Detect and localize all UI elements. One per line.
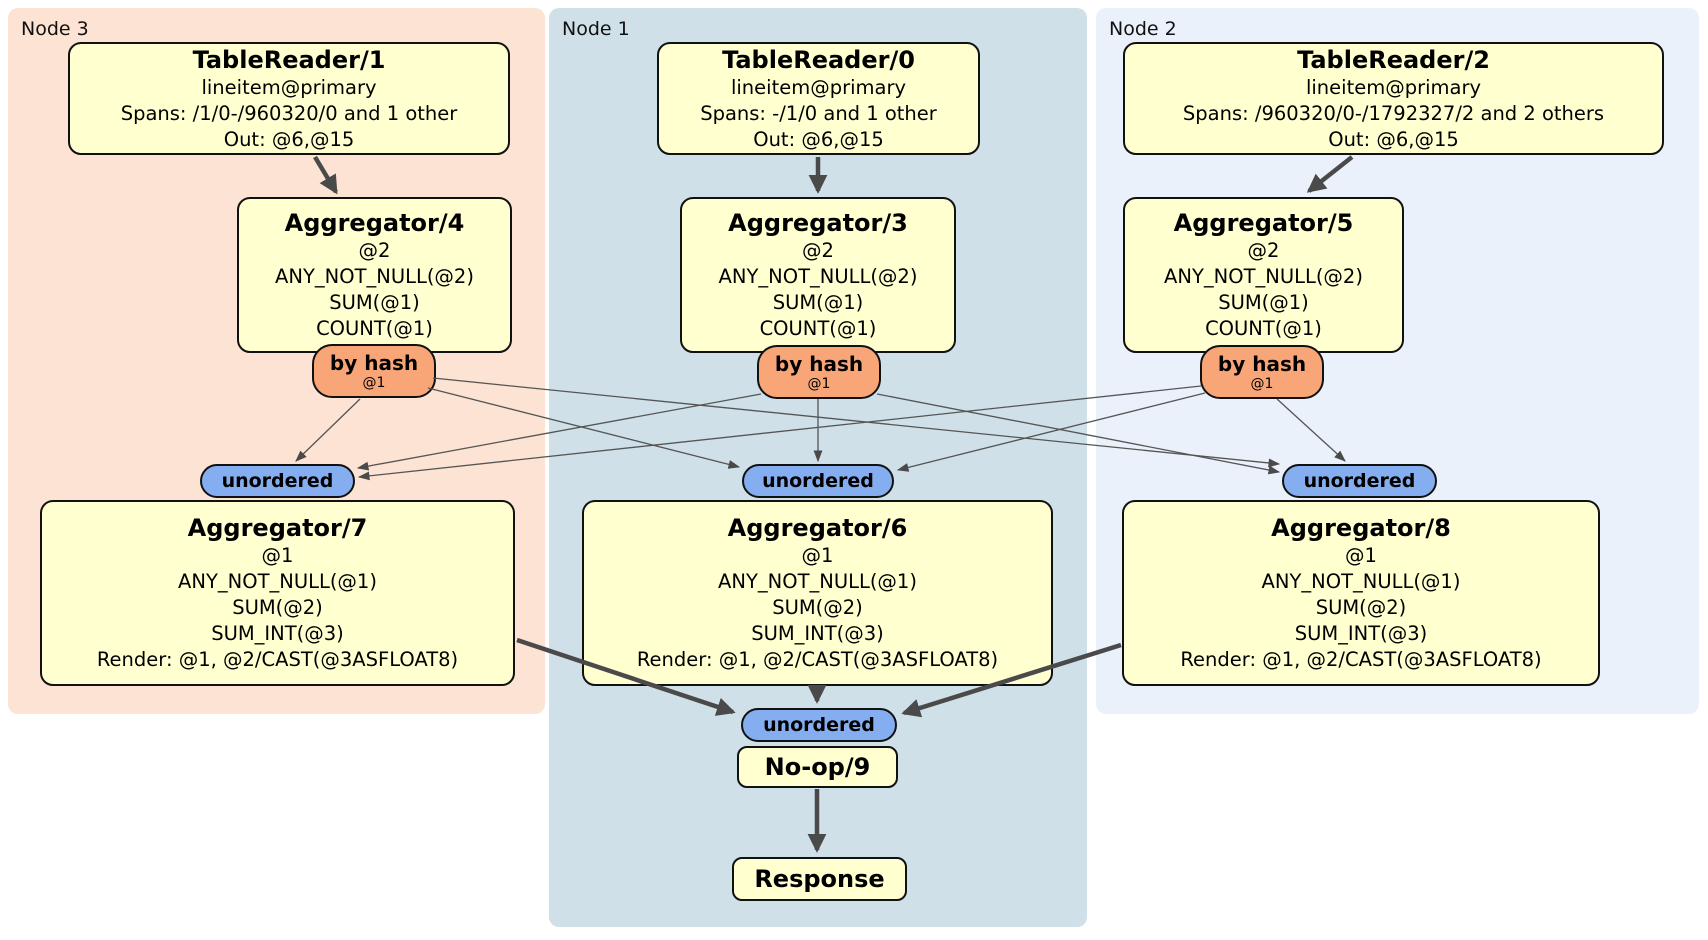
node-detail: @2 bbox=[358, 239, 391, 262]
node-detail: @2 bbox=[1247, 239, 1280, 262]
node-detail: Spans: /1/0-/960320/0 and 1 other bbox=[120, 101, 458, 125]
aggregator-5-node: Aggregator/5 @2 ANY_NOT_NULL(@2) SUM(@1)… bbox=[1123, 197, 1404, 353]
node-detail: SUM(@2) bbox=[1315, 596, 1407, 619]
tablereader-1-node: TableReader/1 lineitem@primary Spans: /1… bbox=[68, 42, 510, 155]
region-node2-label: Node 2 bbox=[1109, 18, 1177, 40]
hash-router-node2: by hash @1 bbox=[1200, 345, 1324, 399]
aggregator-4-node: Aggregator/4 @2 ANY_NOT_NULL(@2) SUM(@1)… bbox=[237, 197, 512, 353]
hash-router-node1: by hash @1 bbox=[757, 345, 881, 399]
node-detail: ANY_NOT_NULL(@2) bbox=[1164, 265, 1363, 288]
node-detail: Render: @1, @2/CAST(@3ASFLOAT8) bbox=[96, 648, 459, 671]
node-title: Aggregator/6 bbox=[727, 514, 908, 542]
node-title: No-op/9 bbox=[764, 753, 871, 781]
node-detail: SUM_INT(@3) bbox=[211, 622, 344, 645]
node-detail: COUNT(@1) bbox=[759, 317, 877, 340]
router-label: by hash bbox=[329, 350, 419, 375]
node-detail: Out: @6,@15 bbox=[1328, 127, 1459, 151]
node-detail: @1 bbox=[1345, 544, 1377, 567]
node-detail: ANY_NOT_NULL(@1) bbox=[718, 570, 917, 593]
node-detail: Spans: -/1/0 and 1 other bbox=[700, 101, 937, 125]
router-label: by hash bbox=[1217, 351, 1307, 376]
aggregator-6-node: Aggregator/6 @1 ANY_NOT_NULL(@1) SUM(@2)… bbox=[582, 500, 1053, 686]
aggregator-8-node: Aggregator/8 @1 ANY_NOT_NULL(@1) SUM(@2)… bbox=[1122, 500, 1600, 686]
node-detail: ANY_NOT_NULL(@2) bbox=[275, 265, 474, 288]
tablereader-0-node: TableReader/0 lineitem@primary Spans: -/… bbox=[657, 42, 980, 155]
node-detail: Render: @1, @2/CAST(@3ASFLOAT8) bbox=[1180, 648, 1542, 671]
noop-9-node: No-op/9 bbox=[737, 746, 898, 788]
node-detail: SUM(@2) bbox=[772, 596, 863, 619]
stream-label: unordered bbox=[1303, 469, 1416, 492]
node-detail: Out: @6,@15 bbox=[753, 127, 884, 151]
router-key: @1 bbox=[1250, 375, 1274, 392]
unordered-stream-node2: unordered bbox=[1282, 464, 1437, 498]
node-detail: @1 bbox=[261, 544, 294, 567]
node-detail: lineitem@primary bbox=[1305, 75, 1482, 99]
tablereader-2-node: TableReader/2 lineitem@primary Spans: /9… bbox=[1123, 42, 1664, 155]
stream-label: unordered bbox=[763, 713, 875, 736]
node-detail: lineitem@primary bbox=[730, 75, 907, 99]
node-detail: SUM(@1) bbox=[772, 291, 864, 314]
unordered-stream-final: unordered bbox=[741, 708, 897, 742]
hash-router-node3: by hash @1 bbox=[312, 344, 436, 398]
aggregator-3-node: Aggregator/3 @2 ANY_NOT_NULL(@2) SUM(@1)… bbox=[680, 197, 956, 353]
router-key: @1 bbox=[362, 374, 386, 391]
node-title: Aggregator/3 bbox=[728, 209, 908, 237]
response-node: Response bbox=[732, 857, 907, 901]
unordered-stream-node1: unordered bbox=[742, 464, 894, 498]
node-title: TableReader/0 bbox=[722, 45, 915, 74]
node-detail: SUM(@2) bbox=[232, 596, 323, 619]
node-detail: SUM_INT(@3) bbox=[751, 622, 884, 645]
node-detail: @2 bbox=[802, 239, 834, 262]
region-node3-label: Node 3 bbox=[21, 18, 89, 40]
router-label: by hash bbox=[774, 351, 864, 376]
region-node1-label: Node 1 bbox=[562, 18, 630, 40]
node-detail: @1 bbox=[801, 544, 834, 567]
aggregator-7-node: Aggregator/7 @1 ANY_NOT_NULL(@1) SUM(@2)… bbox=[40, 500, 515, 686]
node-detail: SUM_INT(@3) bbox=[1294, 622, 1428, 645]
node-detail: COUNT(@1) bbox=[316, 317, 433, 340]
node-detail: ANY_NOT_NULL(@1) bbox=[1261, 570, 1461, 593]
node-title: Response bbox=[754, 865, 885, 893]
node-title: Aggregator/4 bbox=[284, 209, 465, 237]
node-detail: SUM(@1) bbox=[1218, 291, 1309, 314]
node-detail: ANY_NOT_NULL(@2) bbox=[718, 265, 918, 288]
router-key: @1 bbox=[807, 375, 831, 392]
node-title: Aggregator/5 bbox=[1173, 209, 1354, 237]
node-title: TableReader/1 bbox=[192, 45, 386, 74]
node-detail: SUM(@1) bbox=[329, 291, 420, 314]
node-title: TableReader/2 bbox=[1297, 45, 1490, 74]
node-detail: COUNT(@1) bbox=[1205, 317, 1322, 340]
node-title: Aggregator/8 bbox=[1271, 514, 1451, 542]
node-title: Aggregator/7 bbox=[187, 514, 368, 542]
stream-label: unordered bbox=[762, 469, 874, 492]
node-detail: Render: @1, @2/CAST(@3ASFLOAT8) bbox=[636, 648, 999, 671]
node-detail: Spans: /960320/0-/1792327/2 and 2 others bbox=[1182, 101, 1605, 125]
node-detail: ANY_NOT_NULL(@1) bbox=[178, 570, 377, 593]
stream-label: unordered bbox=[221, 469, 334, 492]
unordered-stream-node3: unordered bbox=[200, 464, 355, 498]
node-detail: Out: @6,@15 bbox=[223, 127, 355, 151]
node-detail: lineitem@primary bbox=[201, 75, 377, 99]
